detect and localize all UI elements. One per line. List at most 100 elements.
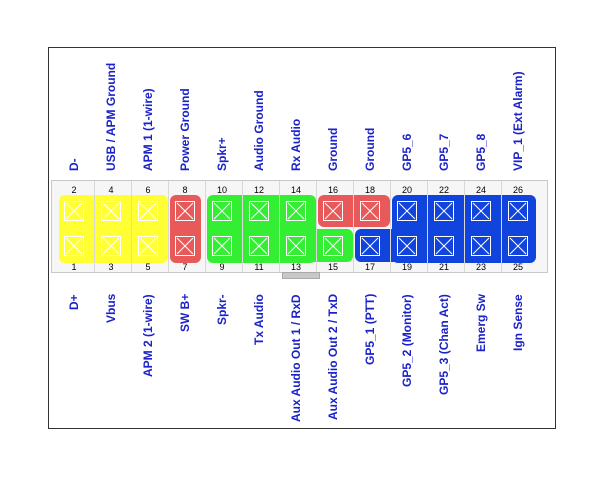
pin-number: 6	[145, 185, 151, 195]
pin-23	[471, 236, 491, 256]
pin-cross-icon	[250, 237, 268, 255]
pin-11	[249, 236, 269, 256]
pin-cross-icon	[65, 237, 83, 255]
pin-cross-icon	[509, 202, 527, 220]
pin-label-10: Spkr+	[215, 137, 229, 171]
pin-cross-icon	[435, 237, 453, 255]
pin-number: 19	[401, 262, 412, 272]
pin-14	[286, 201, 306, 221]
pin-number: 20	[401, 185, 412, 195]
pin-25	[508, 236, 528, 256]
pin-label-17: GP5_1 (PTT)	[363, 294, 377, 366]
pin-cross-icon	[65, 202, 83, 220]
pin-8	[175, 201, 195, 221]
pin-19	[397, 236, 417, 256]
housing-divider	[501, 181, 502, 272]
pin-label-26: VIP_1 (Ext Alarm)	[511, 71, 525, 171]
pin-label-5: APM 2 (1-wire)	[141, 294, 155, 377]
housing-divider	[205, 181, 206, 272]
pin-label-13: Aux Audio Out 1 / RxD	[289, 294, 303, 422]
pin-number: 11	[254, 262, 264, 272]
pin-9	[212, 236, 232, 256]
pin-label-21: GP5_3 (Chan Act)	[437, 294, 451, 395]
pin-15	[323, 236, 343, 256]
pin-number: 26	[512, 185, 523, 195]
pin-label-3: Vbus	[104, 294, 118, 324]
zone-green-ext	[281, 229, 353, 262]
pin-number: 9	[219, 262, 225, 272]
pin-cross-icon	[102, 202, 120, 220]
pin-label-23: Emerg Sw	[474, 294, 488, 353]
pin-cross-icon	[176, 202, 194, 220]
pin-2	[64, 201, 84, 221]
pin-label-20: GP5_6	[400, 133, 414, 171]
pin-number: 5	[145, 262, 151, 272]
pin-cross-icon	[287, 202, 305, 220]
pin-number: 24	[475, 185, 486, 195]
pin-number: 18	[364, 185, 375, 195]
pin-cross-icon	[509, 237, 527, 255]
pin-label-4: USB / APM Ground	[104, 62, 118, 171]
pin-cross-icon	[435, 202, 453, 220]
pin-6	[138, 201, 158, 221]
housing-divider	[242, 181, 243, 272]
pin-label-15: Aux Audio Out 2 / TxD	[326, 294, 340, 421]
pin-number: 17	[364, 262, 375, 272]
pin-cross-icon	[361, 202, 379, 220]
pin-number: 13	[290, 262, 301, 272]
pin-21	[434, 236, 454, 256]
pin-label-19: GP5_2 (Monitor)	[400, 294, 414, 387]
pin-26	[508, 201, 528, 221]
pin-24	[471, 201, 491, 221]
pin-7	[175, 236, 195, 256]
housing-divider	[131, 181, 132, 272]
housing-divider	[316, 181, 317, 272]
pin-12	[249, 201, 269, 221]
pin-17	[360, 236, 380, 256]
pin-label-14: Rx Audio	[289, 118, 303, 171]
pin-number: 16	[327, 185, 338, 195]
pin-label-12: Audio Ground	[252, 90, 266, 171]
pin-label-24: GP5_8	[474, 133, 488, 171]
pin-number: 25	[512, 262, 523, 272]
zone-yellow	[59, 195, 168, 263]
housing-divider	[464, 181, 465, 272]
pin-10	[212, 201, 232, 221]
pin-label-1: D+	[67, 294, 81, 310]
pin-number: 22	[438, 185, 449, 195]
pin-number: 1	[71, 262, 77, 272]
pin-number: 10	[216, 185, 227, 195]
pin-cross-icon	[213, 237, 231, 255]
housing-divider	[353, 181, 354, 272]
pin-4	[101, 201, 121, 221]
pin-label-7: SW B+	[178, 294, 192, 333]
pin-label-22: GP5_7	[437, 133, 451, 171]
housing-divider	[390, 181, 391, 272]
pin-number: 4	[108, 185, 114, 195]
pin-cross-icon	[102, 237, 120, 255]
pin-13	[286, 236, 306, 256]
pin-18	[360, 201, 380, 221]
pin-16	[323, 201, 343, 221]
pin-cross-icon	[398, 237, 416, 255]
pin-label-11: Tx Audio	[252, 294, 266, 345]
pin-label-6: APM 1 (1-wire)	[141, 88, 155, 171]
pin-cross-icon	[324, 237, 342, 255]
pin-label-18: Ground	[363, 127, 377, 171]
zone-red-ground	[318, 195, 390, 227]
pin-cross-icon	[287, 237, 305, 255]
pin-number: 15	[327, 262, 338, 272]
pin-number: 8	[182, 185, 188, 195]
pin-cross-icon	[361, 237, 379, 255]
pin-cross-icon	[324, 202, 342, 220]
connector-latch	[282, 272, 320, 279]
pin-label-2: D-	[67, 158, 81, 171]
pin-label-25: Ign Sense	[511, 294, 525, 351]
pin-22	[434, 201, 454, 221]
pin-number: 3	[108, 262, 114, 272]
pin-cross-icon	[398, 202, 416, 220]
pin-cross-icon	[250, 202, 268, 220]
pin-cross-icon	[139, 202, 157, 220]
pin-label-8: Power Ground	[178, 88, 192, 171]
pin-cross-icon	[176, 237, 194, 255]
